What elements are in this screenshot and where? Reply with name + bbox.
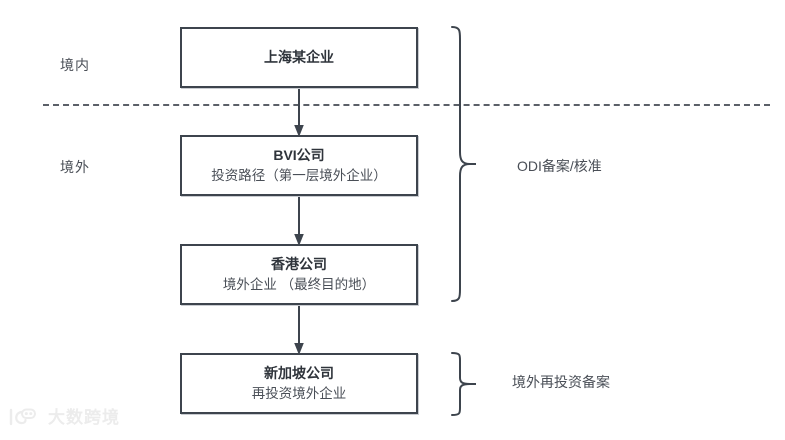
entity-title-singapore: 新加坡公司 <box>264 364 334 381</box>
brace-label-odi: ODI备案/核准 <box>517 158 602 174</box>
arrow-bvi-to-hongkong <box>294 196 304 246</box>
entity-box-hongkong[interactable]: 香港公司 境外企业 （最终目的地） <box>180 244 418 305</box>
entity-title-bvi: BVI公司 <box>273 146 325 163</box>
arrow-shanghai-to-bvi <box>294 88 304 137</box>
arrow-hongkong-to-singapore <box>294 305 304 355</box>
zone-label-overseas: 境外 <box>60 159 90 175</box>
entity-subtitle-singapore: 再投资境外企业 <box>251 385 347 401</box>
entity-subtitle-hongkong: 境外企业 （最终目的地） <box>222 276 376 292</box>
entity-title-hongkong: 香港公司 <box>271 255 327 272</box>
watermark-logo-icon <box>9 408 36 426</box>
brace-label-reinvest: 境外再投资备案 <box>512 374 610 390</box>
brace-odi <box>451 26 476 302</box>
zone-label-domestic: 境内 <box>60 57 90 73</box>
entity-box-bvi[interactable]: BVI公司 投资路径（第一层境外企业） <box>180 135 418 196</box>
entity-box-singapore[interactable]: 新加坡公司 再投资境外企业 <box>180 353 418 414</box>
watermark: 大数跨境 <box>8 407 120 427</box>
brace-reinvest <box>451 352 476 416</box>
domestic-overseas-divider <box>43 104 770 106</box>
watermark-text: 大数跨境 <box>48 407 120 427</box>
entity-box-shanghai[interactable]: 上海某企业 <box>180 27 418 88</box>
entity-title-shanghai: 上海某企业 <box>264 49 334 66</box>
entity-subtitle-bvi: 投资路径（第一层境外企业） <box>211 167 387 183</box>
